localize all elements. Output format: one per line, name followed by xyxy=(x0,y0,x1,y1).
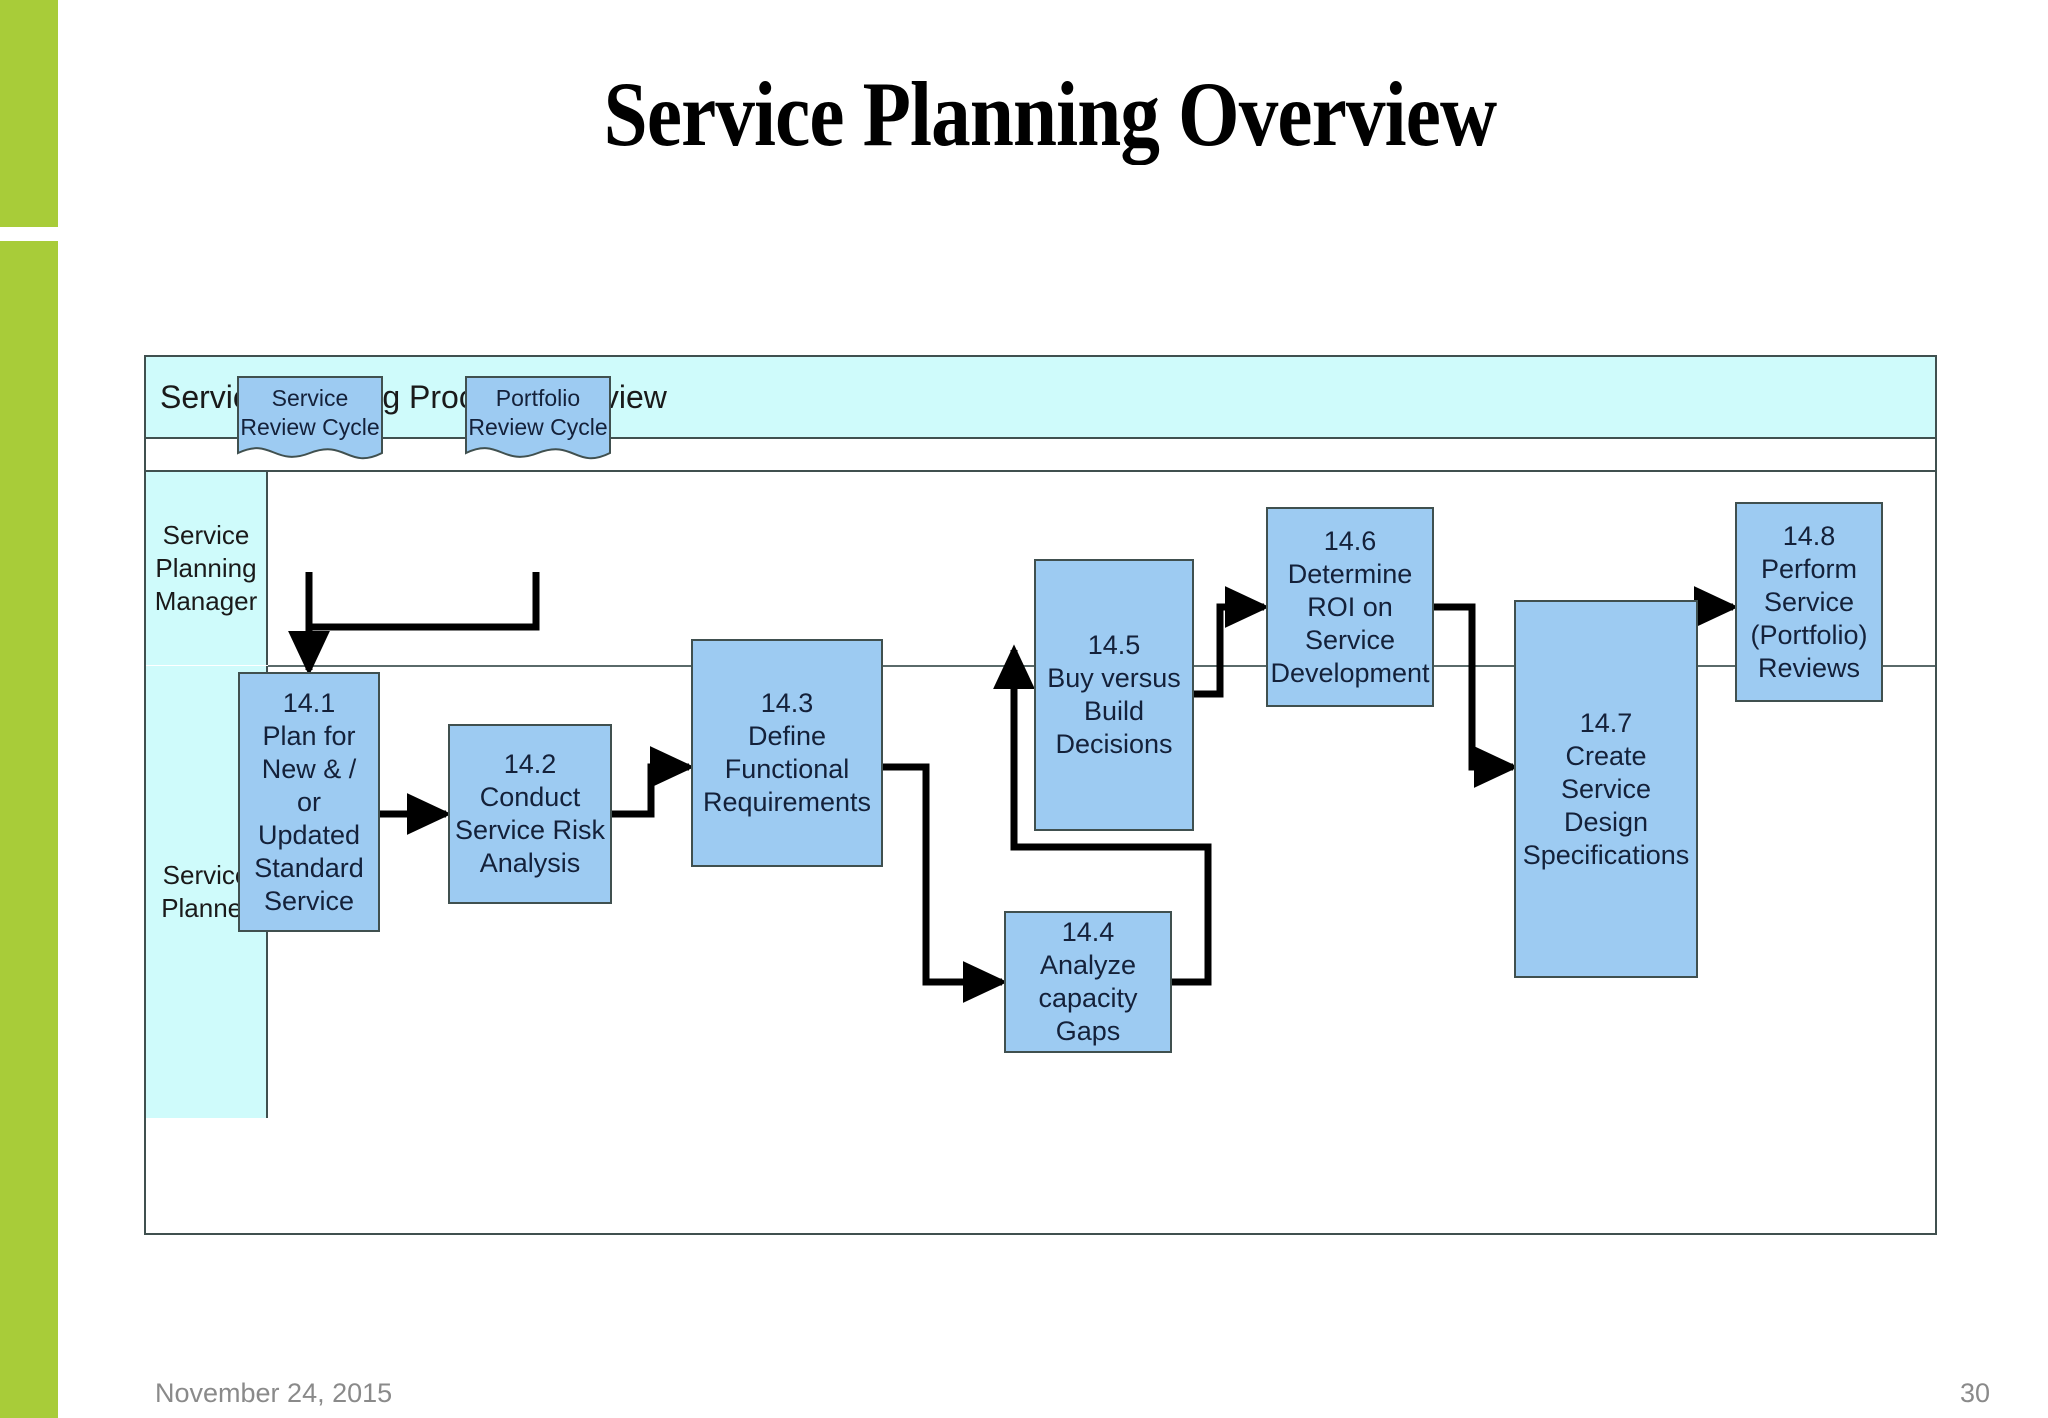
document-shape-icon xyxy=(465,376,611,460)
flow-14-6-to-14-7 xyxy=(1433,603,1519,788)
page-title: Service Planning Overview xyxy=(603,63,1497,165)
process-node-14-8[interactable]: 14.8 Perform Service (Portfolio) Reviews xyxy=(1735,502,1883,702)
flow-portfolio-review-to-junction xyxy=(309,572,540,631)
process-node-label: 14.1 Plan for New & / or Updated Standar… xyxy=(254,687,364,916)
process-node-14-1[interactable]: 14.1 Plan for New & / or Updated Standar… xyxy=(238,672,380,932)
flow-14-5-to-14-6 xyxy=(1194,586,1270,698)
process-node-14-2[interactable]: 14.2 Conduct Service Risk Analysis xyxy=(448,724,612,904)
document-shape-icon xyxy=(237,376,383,460)
process-node-label: 14.8 Perform Service (Portfolio) Reviews xyxy=(1750,520,1868,683)
process-node-label: 14.3 Define Functional Requirements xyxy=(702,688,872,817)
accent-stripe-bottom xyxy=(0,241,58,1418)
process-node-14-6[interactable]: 14.6 Determine ROI on Service Developmen… xyxy=(1266,507,1434,707)
flow-14-2-to-14-3 xyxy=(612,746,695,818)
document-service-review-cycle[interactable]: Service Review Cycle xyxy=(236,375,384,472)
process-node-14-5[interactable]: 14.5 Buy versus Build Decisions xyxy=(1034,559,1194,831)
flow-14-3-to-14-4 xyxy=(883,763,1008,1003)
document-label: Service Review Cycle xyxy=(240,384,380,440)
document-portfolio-review-cycle[interactable]: Portfolio Review Cycle xyxy=(464,375,612,472)
process-node-label: 14.4 Analyze capacity Gaps xyxy=(1038,917,1138,1046)
diagram-subheader-band xyxy=(146,439,1935,472)
process-node-label: 14.5 Buy versus Build Decisions xyxy=(1047,630,1181,759)
process-node-14-4[interactable]: 14.4 Analyze capacity Gaps xyxy=(1004,911,1172,1053)
footer-date: November 24, 2015 xyxy=(155,1378,393,1408)
process-diagram: Service Planning Process Overview Servic… xyxy=(144,355,1937,1235)
swimlane-label-text: Service Planner xyxy=(161,860,251,923)
process-node-label: 14.7 Create Service Design Specification… xyxy=(1522,707,1690,870)
diagram-title-band: Service Planning Process Overview xyxy=(146,357,1935,439)
process-node-14-7[interactable]: 14.7 Create Service Design Specification… xyxy=(1514,600,1698,978)
document-label: Portfolio Review Cycle xyxy=(468,384,608,440)
swimlane-label-service-planning-manager: Service Planning Manager xyxy=(146,472,268,665)
process-node-label: 14.2 Conduct Service Risk Analysis xyxy=(454,749,606,878)
process-node-label: 14.6 Determine ROI on Service Developmen… xyxy=(1270,525,1430,688)
swimlane-label-text: Service Planning Manager xyxy=(154,520,258,616)
process-node-14-3[interactable]: 14.3 Define Functional Requirements xyxy=(691,639,883,867)
footer-page-number: 30 xyxy=(1959,1378,1990,1408)
accent-stripe-top xyxy=(0,0,58,227)
